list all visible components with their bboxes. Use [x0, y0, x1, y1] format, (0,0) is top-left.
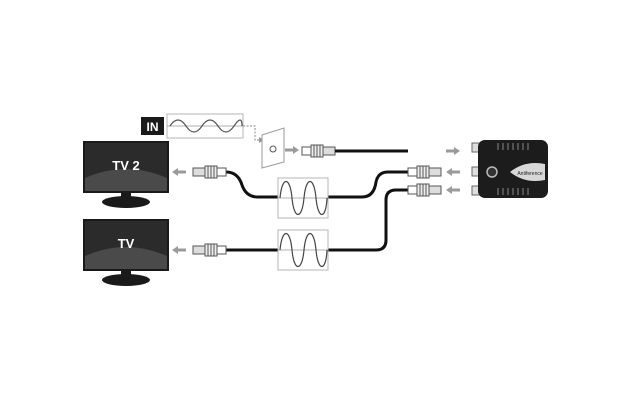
arrow-icon: [446, 147, 460, 155]
svg-text:IN: IN: [147, 120, 159, 134]
svg-text:Antiference: Antiference: [517, 171, 543, 177]
tv-label: TV 2: [112, 158, 139, 173]
arrow-icon: [446, 186, 460, 194]
output-cable-tv2: [225, 170, 408, 199]
coax-plug: [192, 243, 227, 257]
signal-amplifier: Antiference: [471, 140, 548, 198]
arrow-icon: [172, 246, 186, 254]
coax-plug: [407, 183, 442, 197]
signal-path-arrow: [243, 125, 262, 141]
arrow-icon: [285, 146, 299, 154]
tv-1: TV: [83, 219, 169, 286]
gain-knob: [486, 166, 498, 178]
input-label: IN: [141, 117, 164, 135]
coax-plug: [192, 165, 227, 179]
input-signal-waveform: [166, 113, 244, 139]
wall-socket: [261, 127, 285, 169]
arrow-icon: [446, 168, 460, 176]
coax-plug: [301, 144, 336, 158]
output-cable-tv: [226, 188, 408, 252]
amplified-waveform-tv2: [277, 177, 329, 219]
tv-2: TV 2: [83, 141, 169, 208]
coax-plug: [407, 165, 442, 179]
arrow-icon: [172, 168, 186, 176]
brand-logo: [510, 163, 545, 181]
tv-label: TV: [118, 236, 135, 251]
amplified-waveform-tv: [277, 229, 329, 271]
